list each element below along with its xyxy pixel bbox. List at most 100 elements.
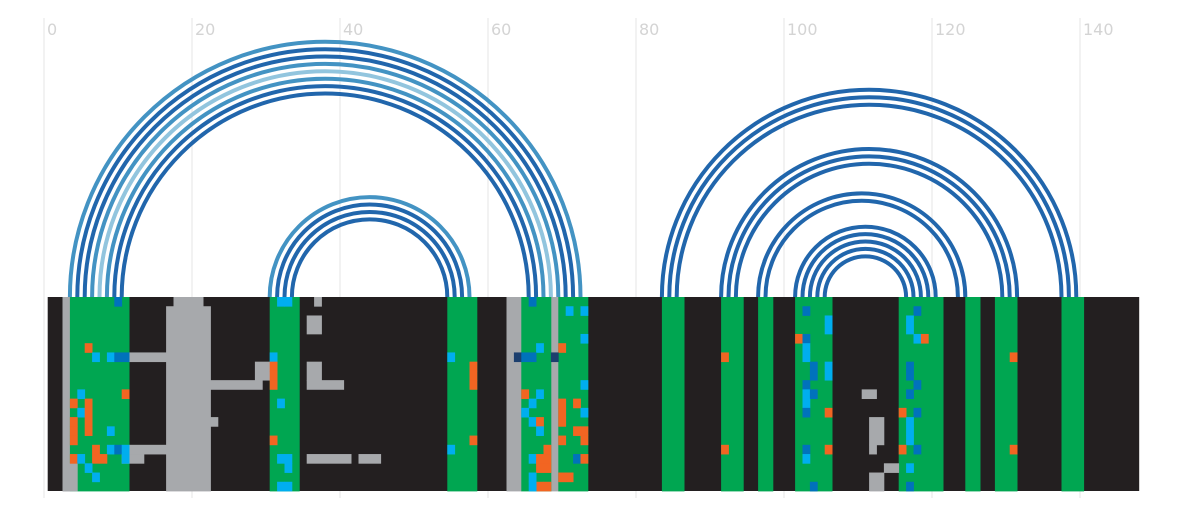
variant-cell bbox=[802, 454, 811, 464]
variant-cell bbox=[802, 306, 811, 316]
gap-block bbox=[166, 306, 211, 492]
variant-cell bbox=[469, 435, 478, 446]
variant-cell bbox=[824, 361, 833, 372]
paired-column bbox=[1061, 297, 1085, 492]
variant-cell bbox=[802, 444, 811, 455]
variant-cell bbox=[528, 472, 537, 483]
variant-cell bbox=[580, 426, 589, 436]
variant-cell bbox=[558, 472, 567, 483]
variant-cell bbox=[84, 463, 93, 473]
variant-cell bbox=[77, 454, 86, 464]
variant-cell bbox=[521, 389, 530, 400]
variant-cell bbox=[536, 389, 544, 400]
variant-cell bbox=[580, 333, 589, 344]
variant-cell bbox=[906, 463, 914, 473]
pairing-arc bbox=[807, 239, 923, 298]
variant-cell bbox=[824, 370, 833, 381]
tick-label: 140 bbox=[1083, 20, 1114, 39]
pairing-arc bbox=[667, 95, 1071, 298]
variant-cell bbox=[906, 435, 914, 446]
variant-cell bbox=[536, 417, 544, 427]
variant-cell bbox=[543, 454, 552, 464]
variant-cell bbox=[121, 444, 130, 455]
variant-cell bbox=[84, 343, 93, 353]
variant-cell bbox=[284, 454, 293, 464]
gap-block bbox=[306, 380, 345, 390]
variant-cell bbox=[469, 361, 478, 372]
variant-cell bbox=[84, 407, 93, 418]
variant-cell bbox=[114, 444, 123, 455]
variant-cell bbox=[121, 352, 130, 363]
variant-cell bbox=[558, 343, 567, 353]
variant-cell bbox=[84, 417, 93, 427]
variant-cell bbox=[77, 389, 86, 400]
gap-block bbox=[358, 454, 382, 464]
variant-cell bbox=[802, 389, 811, 400]
variant-cell bbox=[824, 407, 833, 418]
variant-cell bbox=[1009, 444, 1018, 455]
variant-cell bbox=[1009, 352, 1018, 363]
pairing-arc bbox=[800, 232, 931, 298]
tick-label: 120 bbox=[935, 20, 966, 39]
variant-cell bbox=[528, 417, 537, 427]
variant-cell bbox=[84, 426, 93, 436]
gap-block bbox=[62, 463, 78, 492]
variant-cell bbox=[269, 370, 278, 381]
pairing-arc bbox=[119, 91, 531, 298]
gap-block bbox=[314, 297, 322, 307]
variant-cell bbox=[802, 343, 811, 353]
variant-cell bbox=[277, 454, 285, 464]
alignment-heatmap bbox=[47, 297, 1140, 492]
paired-column bbox=[721, 297, 744, 492]
gap-block bbox=[869, 444, 877, 455]
pairing-arc bbox=[726, 154, 1012, 298]
gap-block bbox=[129, 352, 167, 363]
variant-cell bbox=[269, 352, 278, 363]
variant-cell bbox=[447, 352, 456, 363]
variant-cell bbox=[447, 444, 456, 455]
gap-block bbox=[306, 454, 352, 464]
tick-label: 80 bbox=[639, 20, 659, 39]
gap-block bbox=[869, 472, 885, 492]
unpaired-column bbox=[506, 297, 522, 492]
paired-column bbox=[965, 297, 981, 492]
variant-cell bbox=[802, 407, 811, 418]
variant-cell bbox=[284, 481, 293, 492]
variant-cell bbox=[469, 380, 478, 390]
variant-cell bbox=[284, 463, 293, 473]
tick-label: 0 bbox=[47, 20, 57, 39]
variant-cell bbox=[809, 370, 818, 381]
unpaired-column bbox=[62, 297, 71, 492]
gap-block bbox=[121, 454, 145, 464]
unpaired-column bbox=[550, 297, 559, 492]
variant-cell bbox=[824, 315, 833, 326]
variant-cell bbox=[795, 333, 803, 344]
gap-block bbox=[210, 380, 263, 390]
variant-cell bbox=[565, 472, 574, 483]
variant-cell bbox=[269, 435, 278, 446]
variant-cell bbox=[269, 361, 278, 372]
pairing-arc bbox=[282, 209, 457, 298]
gap-block bbox=[306, 315, 322, 335]
variant-cell bbox=[69, 454, 78, 464]
variant-cell bbox=[906, 361, 914, 372]
variant-cell bbox=[580, 380, 589, 390]
variant-cell bbox=[558, 398, 567, 409]
variant-cell bbox=[906, 389, 914, 400]
variant-cell bbox=[114, 297, 123, 307]
variant-cell bbox=[543, 444, 552, 455]
gap-block bbox=[210, 417, 219, 427]
variant-cell bbox=[898, 444, 907, 455]
variant-cell bbox=[121, 454, 130, 464]
pairing-arc bbox=[289, 217, 450, 298]
gap-block bbox=[869, 417, 885, 446]
variant-cell bbox=[513, 352, 522, 363]
pairing-arc bbox=[763, 198, 960, 298]
variant-cell bbox=[92, 472, 100, 483]
variant-cell bbox=[277, 481, 285, 492]
variant-cell bbox=[543, 463, 552, 473]
variant-cell bbox=[573, 398, 581, 409]
alignment-background bbox=[47, 297, 1140, 491]
pairing-arc bbox=[756, 191, 968, 298]
pairing-arc bbox=[82, 54, 568, 298]
